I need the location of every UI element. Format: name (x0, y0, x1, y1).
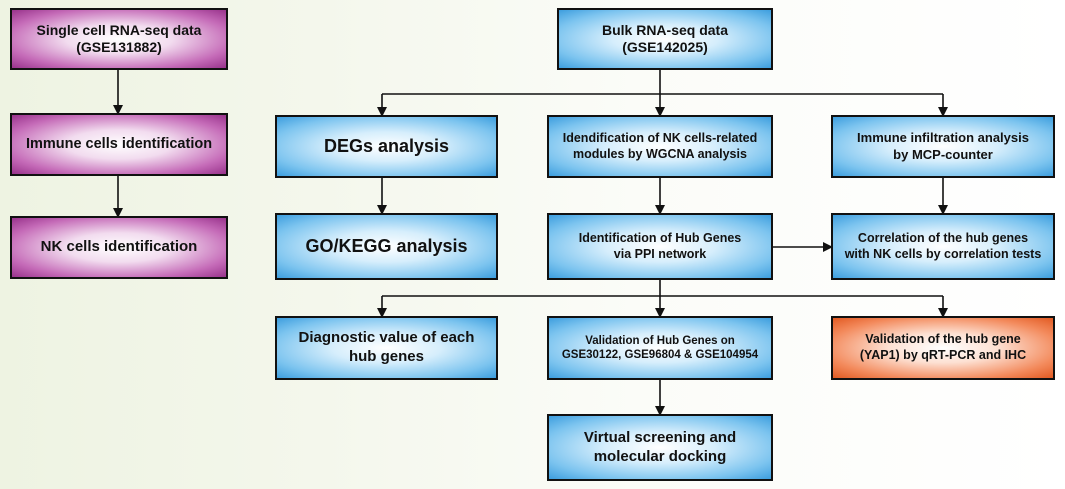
virtual-screening-docking-box: Virtual screening and molecular docking (547, 414, 773, 481)
hub-genes-identification-box: Identification of Hub Genes via PPI netw… (547, 213, 773, 280)
immune-infiltration-box: Immune infiltration analysis by MCP-coun… (831, 115, 1055, 178)
nk-cells-identification-box: NK cells identification (10, 216, 228, 279)
validation-hub-genes-box: Validation of Hub Genes on GSE30122, GSE… (547, 316, 773, 380)
degs-analysis-box: DEGs analysis (275, 115, 498, 178)
bulk-rnaseq-box: Bulk RNA-seq data (GSE142025) (557, 8, 773, 70)
immune-cells-identification-box: Immune cells identification (10, 113, 228, 176)
wgcna-analysis-box: Idendification of NK cells-related modul… (547, 115, 773, 178)
single-cell-rnaseq-box: Single cell RNA-seq data (GSE131882) (10, 8, 228, 70)
correlation-box: Correlation of the hub genes with NK cel… (831, 213, 1055, 280)
diagnostic-value-box: Diagnostic value of each hub genes (275, 316, 498, 380)
go-kegg-analysis-box: GO/KEGG analysis (275, 213, 498, 280)
validation-yap1-box: Validation of the hub gene (YAP1) by qRT… (831, 316, 1055, 380)
